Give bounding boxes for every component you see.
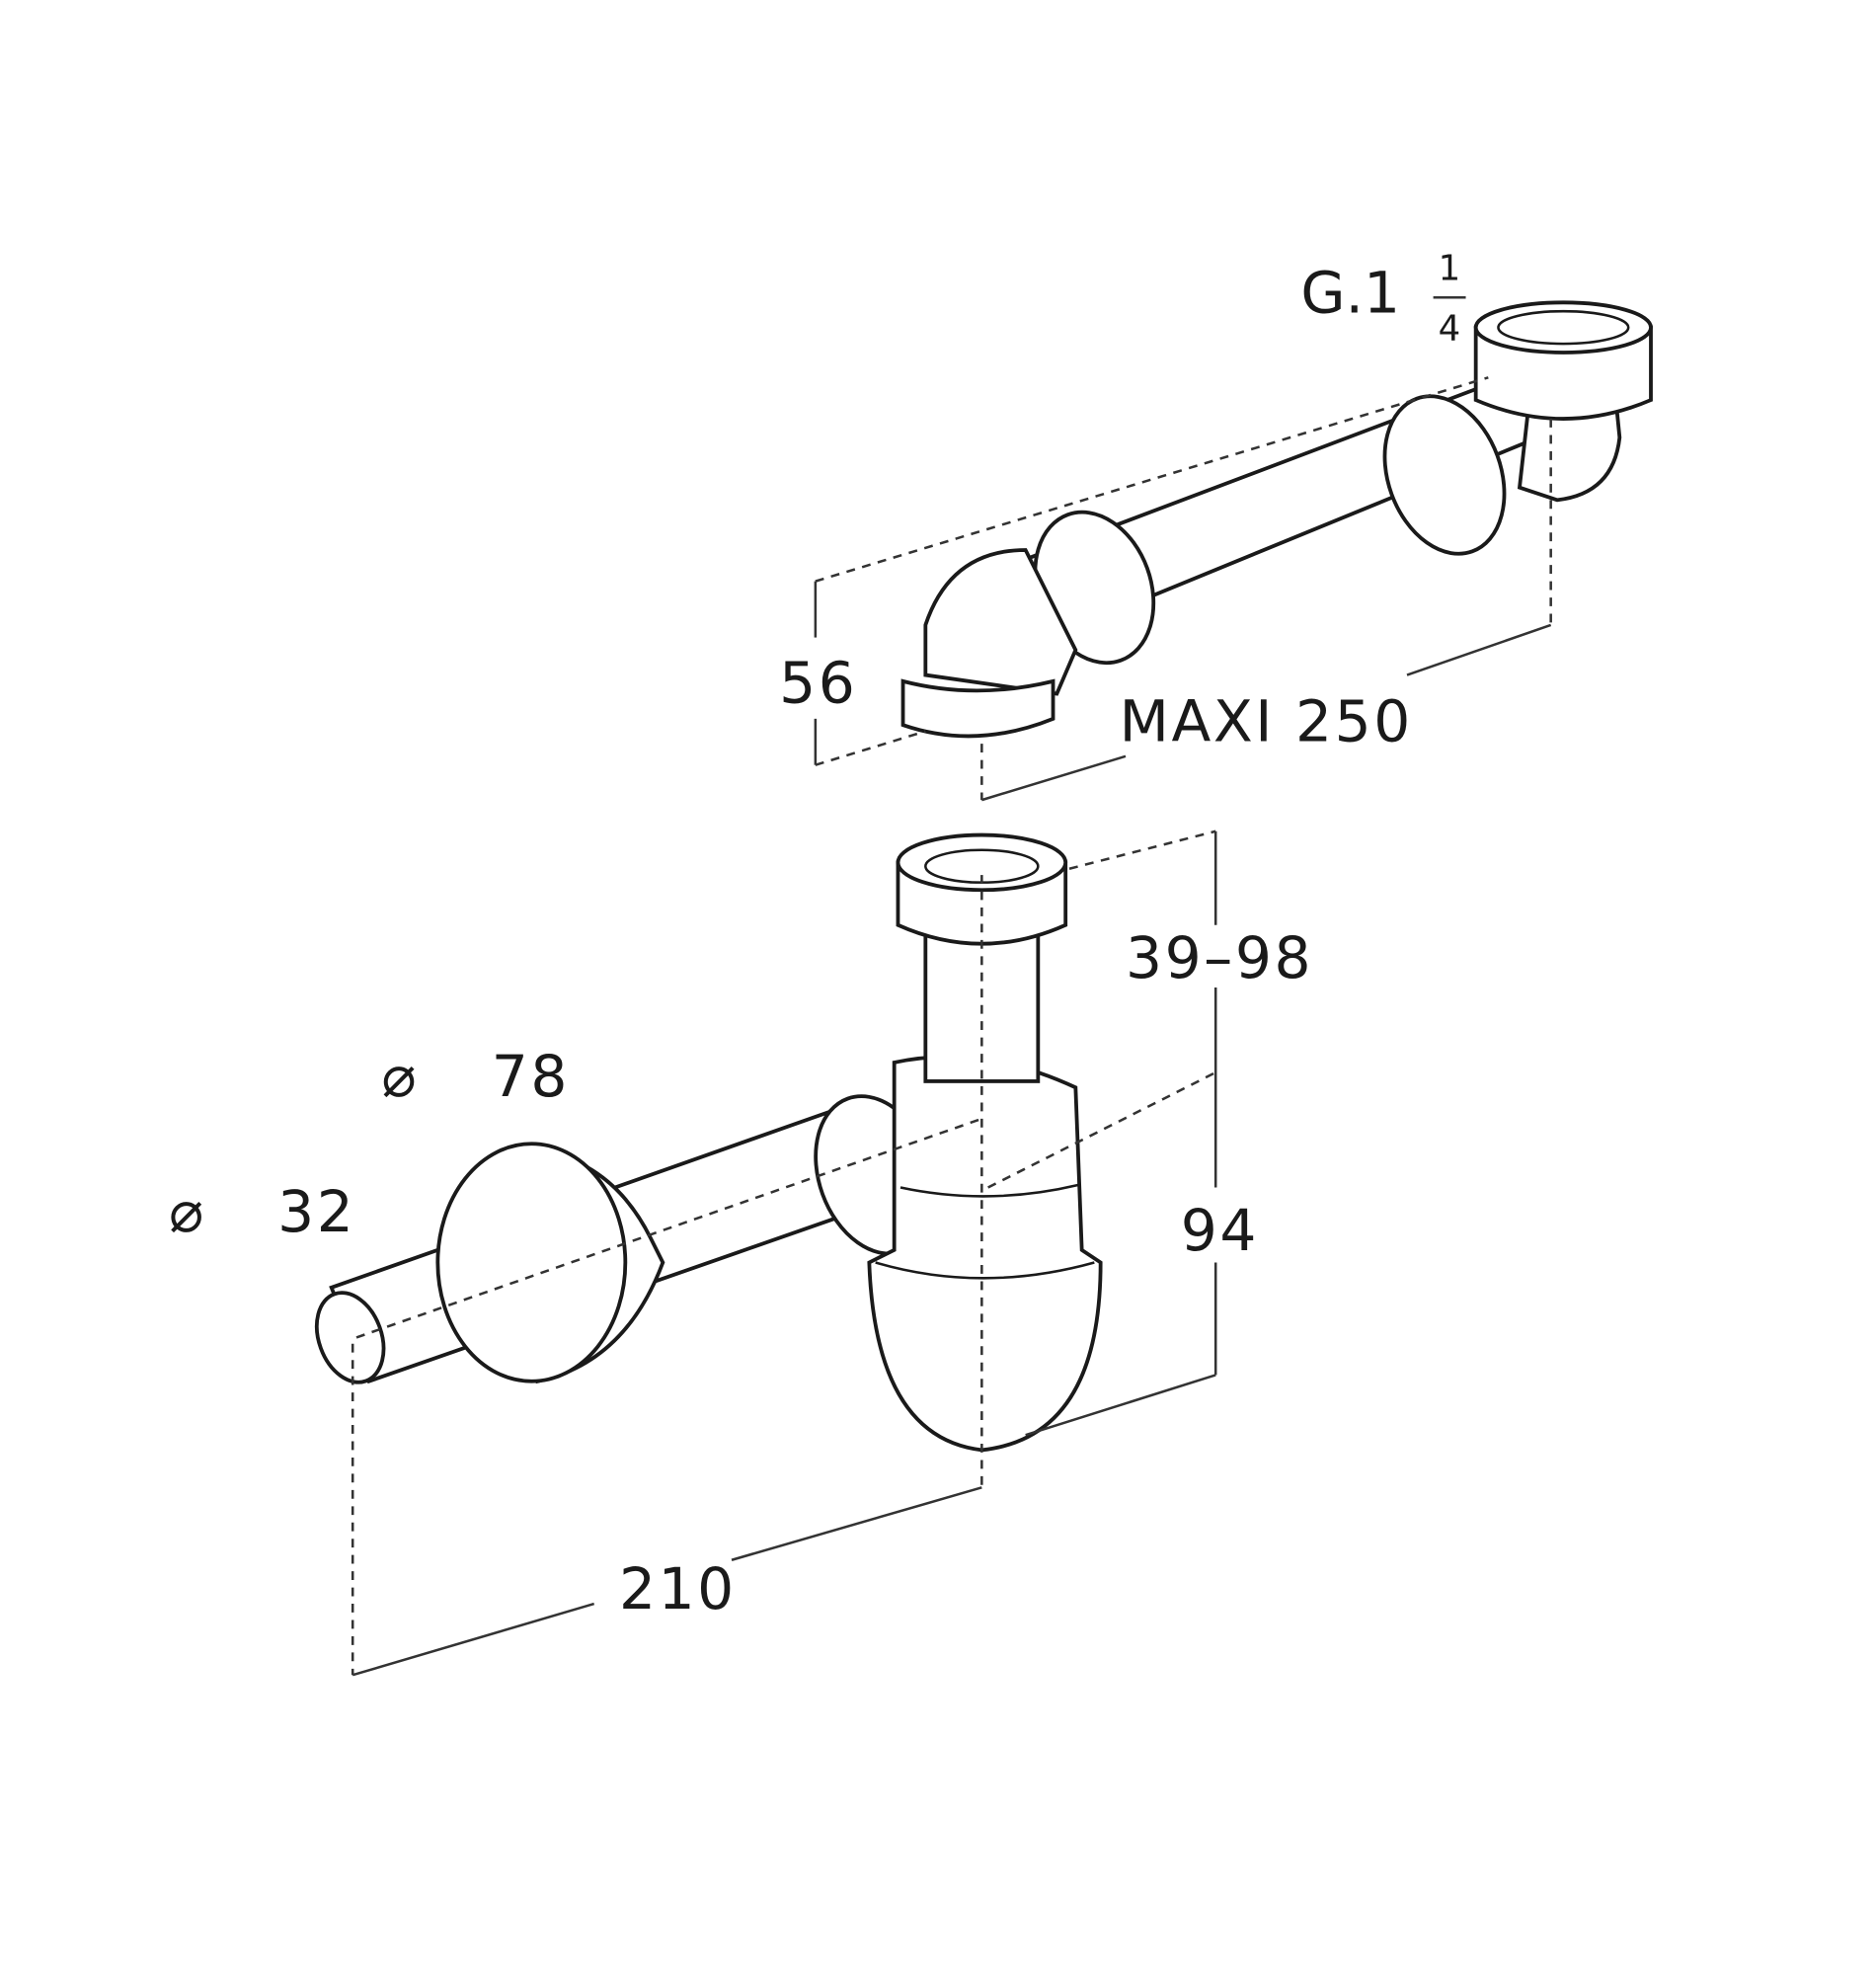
upper-dimensions — [814, 376, 1552, 802]
thread-label: G.1 — [1300, 259, 1400, 326]
diameter-icon: ⌀ — [381, 1043, 416, 1110]
outlet-nut — [900, 678, 1055, 739]
rosette-diameter-label: 78 — [492, 1043, 570, 1110]
top-nut-opening — [1473, 300, 1653, 355]
extension-length-label: MAXI 250 — [1120, 688, 1413, 755]
trap-assembly — [314, 832, 1103, 1453]
lower-dimensions — [351, 830, 1217, 1677]
thread-fraction-numerator: 1 — [1439, 249, 1461, 289]
bottle-trap-body — [867, 1055, 1103, 1453]
pipe-end — [314, 1291, 386, 1384]
outlet-height-label: 56 — [779, 649, 857, 716]
diameter-icon: ⌀ — [169, 1178, 203, 1245]
inlet-adjust-label: 39–98 — [1126, 924, 1313, 991]
extension-assembly — [900, 300, 1653, 739]
pipe-diameter-label: 32 — [277, 1178, 355, 1245]
rosette — [435, 1142, 628, 1383]
thread-fraction-denominator: 4 — [1439, 308, 1461, 349]
right-union-nut — [1382, 394, 1507, 556]
trap-depth-label: 210 — [619, 1555, 737, 1622]
left-elbow — [923, 548, 1078, 696]
trap-height-label: 94 — [1181, 1197, 1259, 1264]
